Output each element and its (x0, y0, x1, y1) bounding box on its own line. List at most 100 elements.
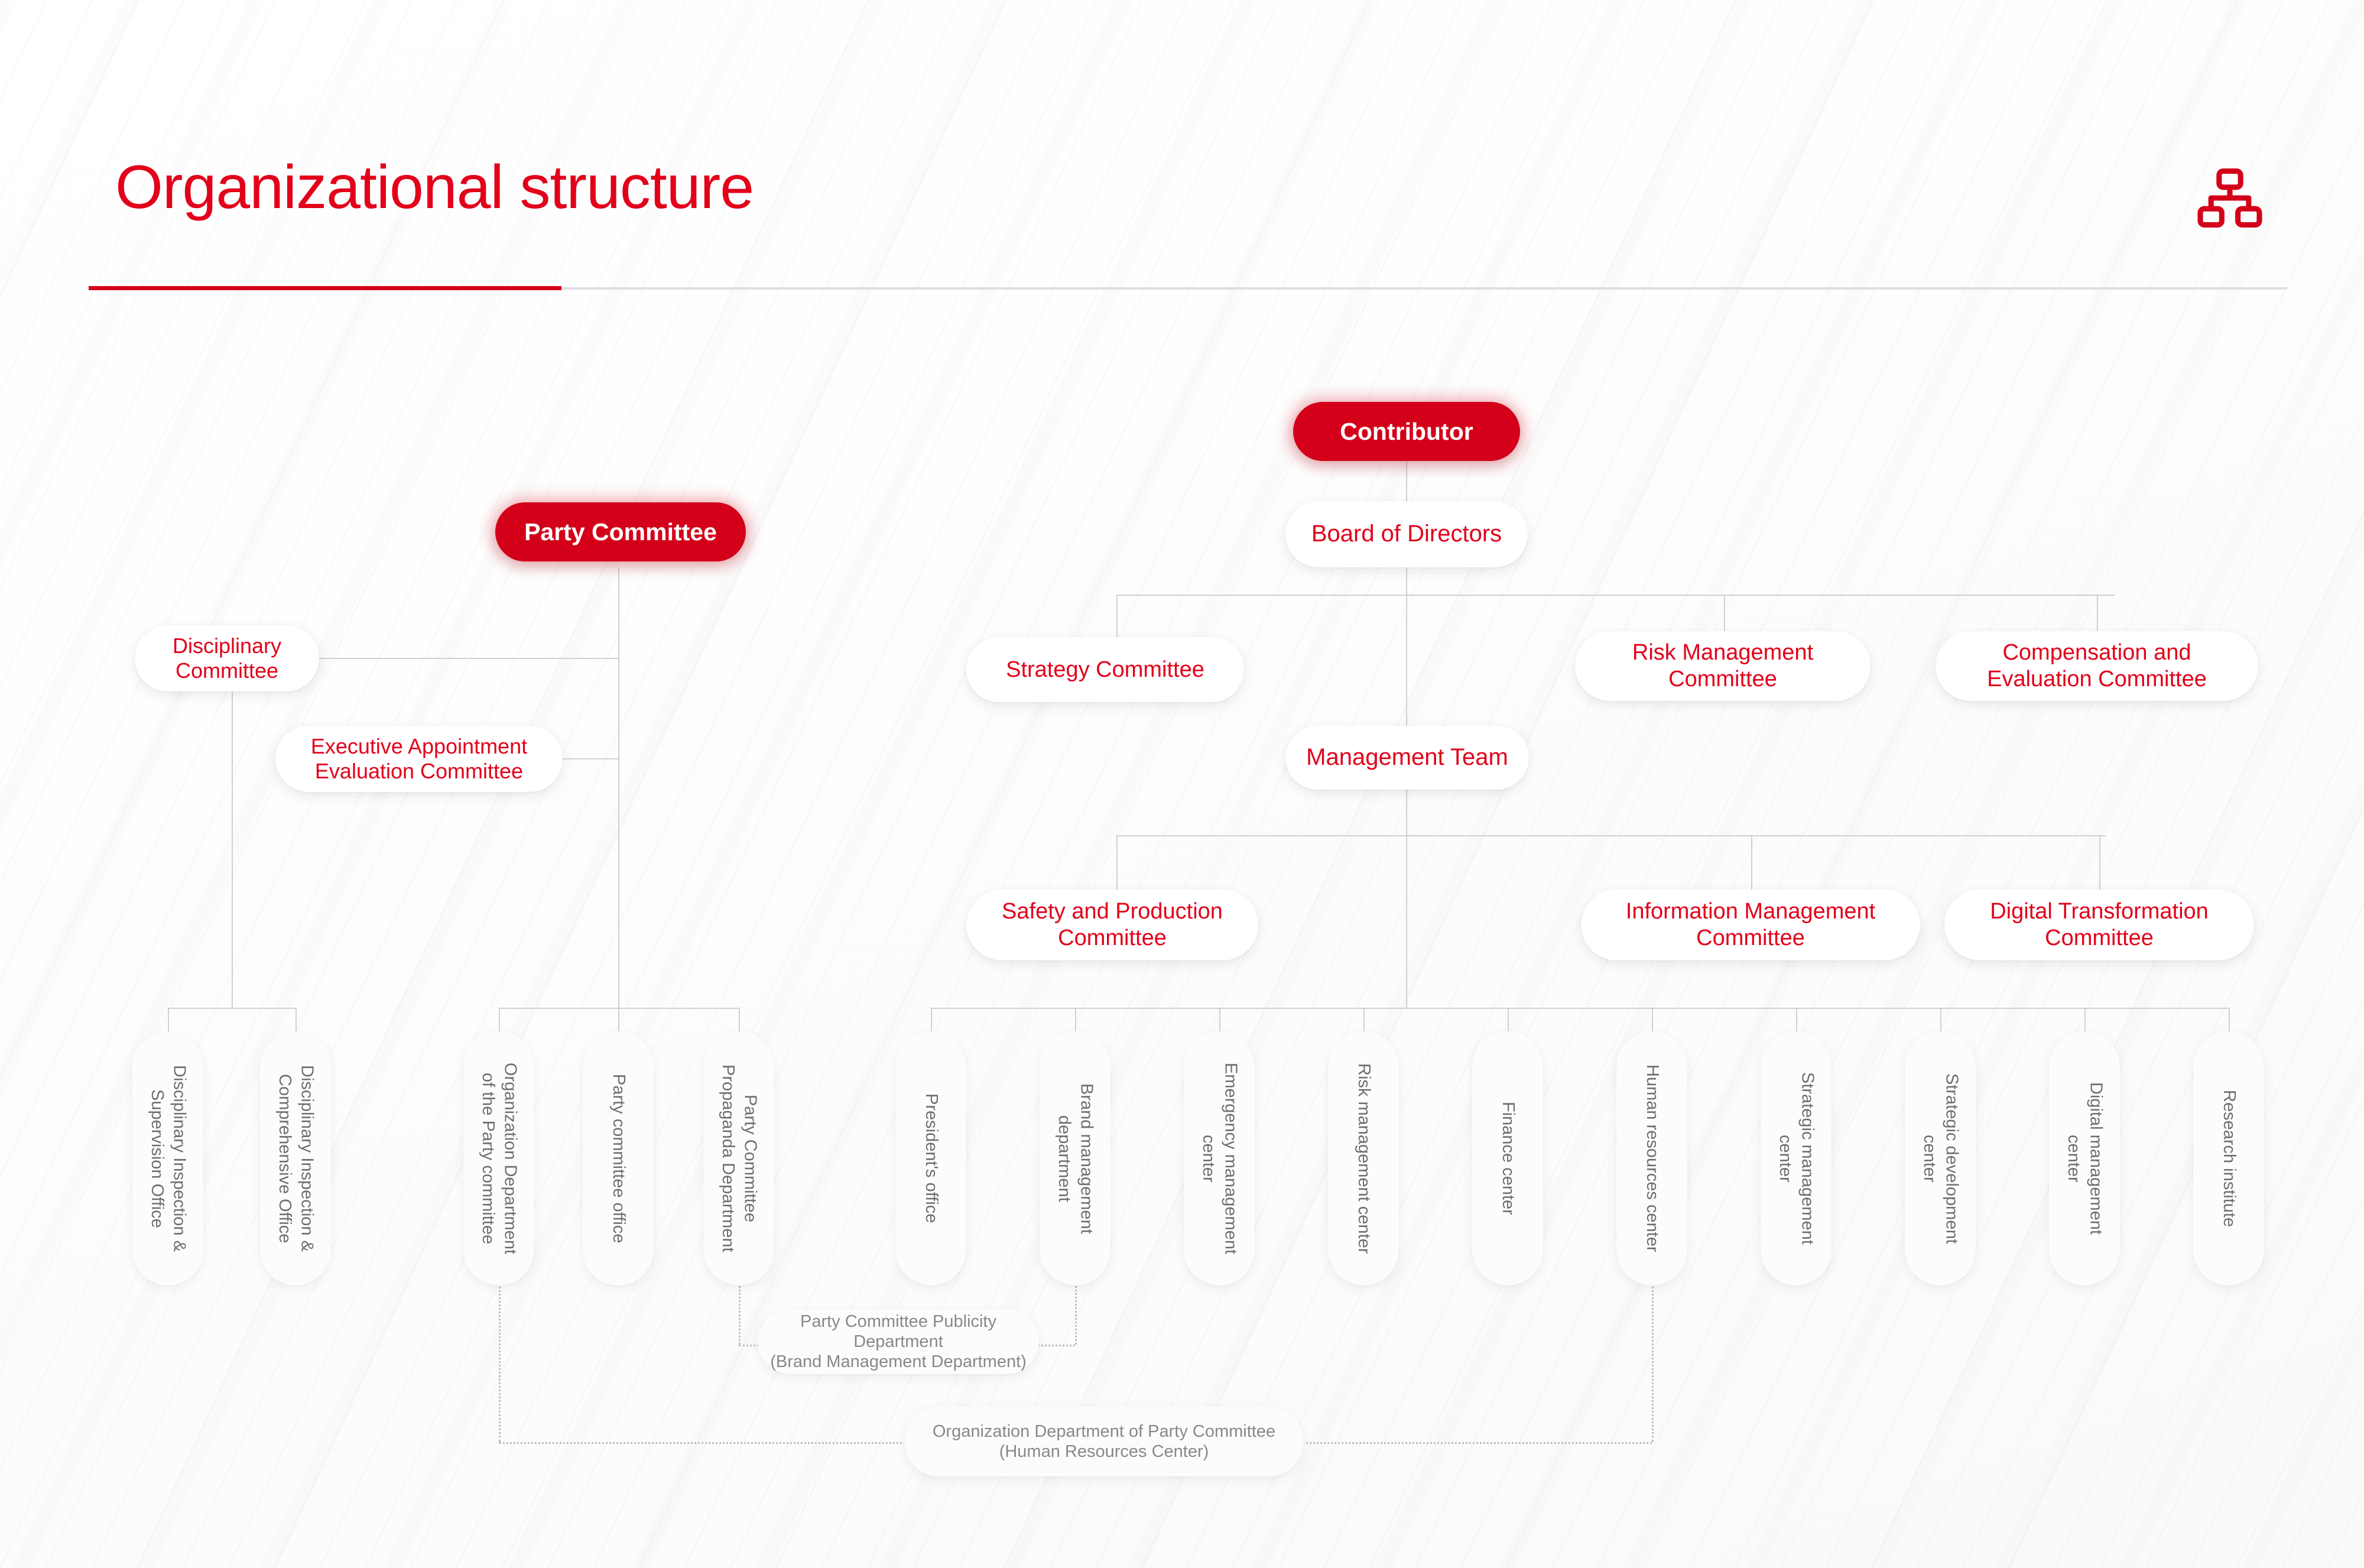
leaf-label: Strategic development center (1920, 1073, 1962, 1244)
leaf-emergency-management-center[interactable]: Emergency management center (1184, 1031, 1255, 1285)
connector-party-disciplinary (319, 658, 619, 659)
connector-drop-safety (1116, 835, 1118, 889)
org-chart-icon (2197, 168, 2262, 228)
connector-drop-strategy (1116, 595, 1118, 637)
connector-drop-l8 (1219, 1008, 1220, 1031)
leaf-label: Emergency management center (1199, 1063, 1241, 1254)
connector-operating-bus (931, 1008, 2229, 1009)
connector-drop-l3 (499, 1008, 500, 1031)
dotted-connector-hr (1652, 1265, 1654, 1442)
leaf-strategic-management-center[interactable]: Strategic management center (1761, 1031, 1832, 1285)
connector-party-executive (563, 758, 619, 759)
node-board-of-directors-label: Board of Directors (1311, 521, 1502, 547)
node-compensation-evaluation-committee[interactable]: Compensation and Evaluation Committee (1936, 631, 2258, 701)
connector-board-committee-bus (1116, 595, 2115, 596)
leaf-label: Strategic management center (1776, 1072, 1817, 1245)
note-organization-department-party-committee[interactable]: Organization Department of Party Committ… (904, 1407, 1304, 1476)
dotted-connector-brand (1075, 1265, 1077, 1345)
note-party-committee-publicity-department[interactable]: Party Committee Publicity Department (Br… (758, 1309, 1039, 1374)
connector-disciplinary-trunk (232, 689, 233, 1008)
connector-drop-compensation (2097, 595, 2098, 631)
node-risk-management-committee[interactable]: Risk Management Committee (1575, 631, 1871, 701)
node-strategy-committee[interactable]: Strategy Committee (966, 637, 1244, 702)
node-risk-management-committee-label: Risk Management Committee (1632, 640, 1814, 692)
node-information-management-committee[interactable]: Information Management Committee (1581, 889, 1920, 960)
leaf-label: Disciplinary Inspection & Comprehensive … (275, 1065, 317, 1252)
connector-drop-l11 (1652, 1008, 1653, 1031)
node-disciplinary-committee[interactable]: Disciplinary Committee (135, 625, 319, 692)
leaf-label: Research institute (2219, 1089, 2239, 1228)
dotted-connector-org-left (499, 1442, 907, 1444)
dotted-connector-org-right (1302, 1442, 1652, 1444)
node-safety-production-committee[interactable]: Safety and Production Committee (966, 889, 1258, 960)
leaf-label: President's office (921, 1093, 941, 1223)
connector-contributor-board (1406, 461, 1407, 501)
dotted-connector-organization (499, 1265, 501, 1442)
node-contributor[interactable]: Contributor (1293, 402, 1520, 461)
connector-drop-digital (2099, 835, 2100, 889)
node-management-team-label: Management Team (1306, 744, 1508, 771)
leaf-strategic-development-center[interactable]: Strategic development center (1905, 1031, 1976, 1285)
leaf-organization-department-party-committee[interactable]: Organization Department of the Party com… (463, 1031, 534, 1285)
connector-mgmt-trunk (1406, 789, 1407, 1008)
connector-drop-information (1751, 835, 1752, 889)
node-management-team[interactable]: Management Team (1285, 726, 1529, 790)
connector-mgmt-committee-bus (1116, 835, 2106, 836)
title-underline-rule (561, 287, 2287, 290)
leaf-finance-center[interactable]: Finance center (1472, 1031, 1543, 1285)
node-party-committee-label: Party Committee (524, 518, 717, 546)
node-compensation-evaluation-committee-label: Compensation and Evaluation Committee (1987, 640, 2207, 692)
connector-discipline-bus (168, 1008, 296, 1009)
leaf-disciplinary-inspection-supervision-office[interactable]: Disciplinary Inspection & Supervision Of… (132, 1031, 203, 1285)
connector-party-trunk (618, 567, 619, 1008)
leaf-label: Human resources center (1642, 1064, 1662, 1252)
page-title: Organizational structure (115, 153, 754, 222)
node-digital-transformation-committee[interactable]: Digital Transformation Committee (1944, 889, 2254, 960)
node-strategy-committee-label: Strategy Committee (1006, 657, 1204, 682)
connector-drop-l13 (1940, 1008, 1941, 1031)
dotted-connector-propaganda (739, 1265, 741, 1345)
leaf-digital-management-center[interactable]: Digital management center (2049, 1031, 2120, 1285)
leaf-label: Finance center (1498, 1102, 1518, 1215)
node-board-of-directors[interactable]: Board of Directors (1285, 501, 1528, 567)
leaf-label: Brand management department (1055, 1083, 1096, 1234)
leaf-human-resources-center[interactable]: Human resources center (1616, 1031, 1687, 1285)
leaf-label: Disciplinary Inspection & Supervision Of… (148, 1065, 189, 1252)
leaf-label: Risk management center (1354, 1063, 1373, 1254)
leaf-label: Digital management center (2064, 1082, 2106, 1235)
node-executive-appointment-committee[interactable]: Executive Appointment Evaluation Committ… (275, 726, 563, 792)
node-digital-transformation-committee-label: Digital Transformation Committee (1990, 899, 2209, 950)
node-executive-appointment-committee-label: Executive Appointment Evaluation Committ… (310, 733, 528, 783)
title-underline-accent (89, 286, 561, 290)
dotted-connector-publicity-right (1038, 1345, 1075, 1346)
connector-drop-l1 (168, 1008, 169, 1031)
node-disciplinary-committee-label: Disciplinary Committee (172, 633, 282, 683)
node-information-management-committee-label: Information Management Committee (1625, 899, 1876, 950)
leaf-disciplinary-inspection-comprehensive-office[interactable]: Disciplinary Inspection & Comprehensive … (260, 1031, 331, 1285)
connector-drop-l5 (739, 1008, 740, 1031)
leaf-brand-management-department[interactable]: Brand management department (1040, 1031, 1110, 1285)
connector-board-trunk (1406, 567, 1407, 762)
leaf-label: Party committee office (609, 1073, 628, 1244)
node-contributor-label: Contributor (1340, 417, 1473, 445)
note-label: Organization Department of Party Committ… (932, 1421, 1276, 1461)
connector-drop-l10 (1508, 1008, 1509, 1031)
connector-drop-l2 (296, 1008, 297, 1031)
connector-drop-l15 (2229, 1008, 2230, 1031)
leaf-risk-management-center[interactable]: Risk management center (1328, 1031, 1399, 1285)
connector-drop-l14 (2084, 1008, 2086, 1031)
leaf-party-committee-propaganda-department[interactable]: Party Committee Propaganda Department (703, 1031, 774, 1285)
connector-drop-risk (1724, 595, 1725, 631)
leaf-research-institute[interactable]: Research institute (2193, 1031, 2264, 1285)
connector-drop-l12 (1796, 1008, 1797, 1031)
dotted-connector-publicity-left (739, 1345, 759, 1346)
connector-drop-l6 (931, 1008, 932, 1031)
leaf-label: Organization Department of the Party com… (479, 1063, 520, 1254)
node-party-committee[interactable]: Party Committee (495, 502, 746, 561)
connector-drop-l7 (1075, 1008, 1076, 1031)
leaf-party-committee-office[interactable]: Party committee office (583, 1031, 654, 1285)
node-safety-production-committee-label: Safety and Production Committee (1002, 899, 1223, 950)
leaf-presidents-office[interactable]: President's office (895, 1031, 966, 1285)
connector-drop-l4 (618, 1008, 619, 1031)
note-label: Party Committee Publicity Department (Br… (770, 1311, 1027, 1372)
